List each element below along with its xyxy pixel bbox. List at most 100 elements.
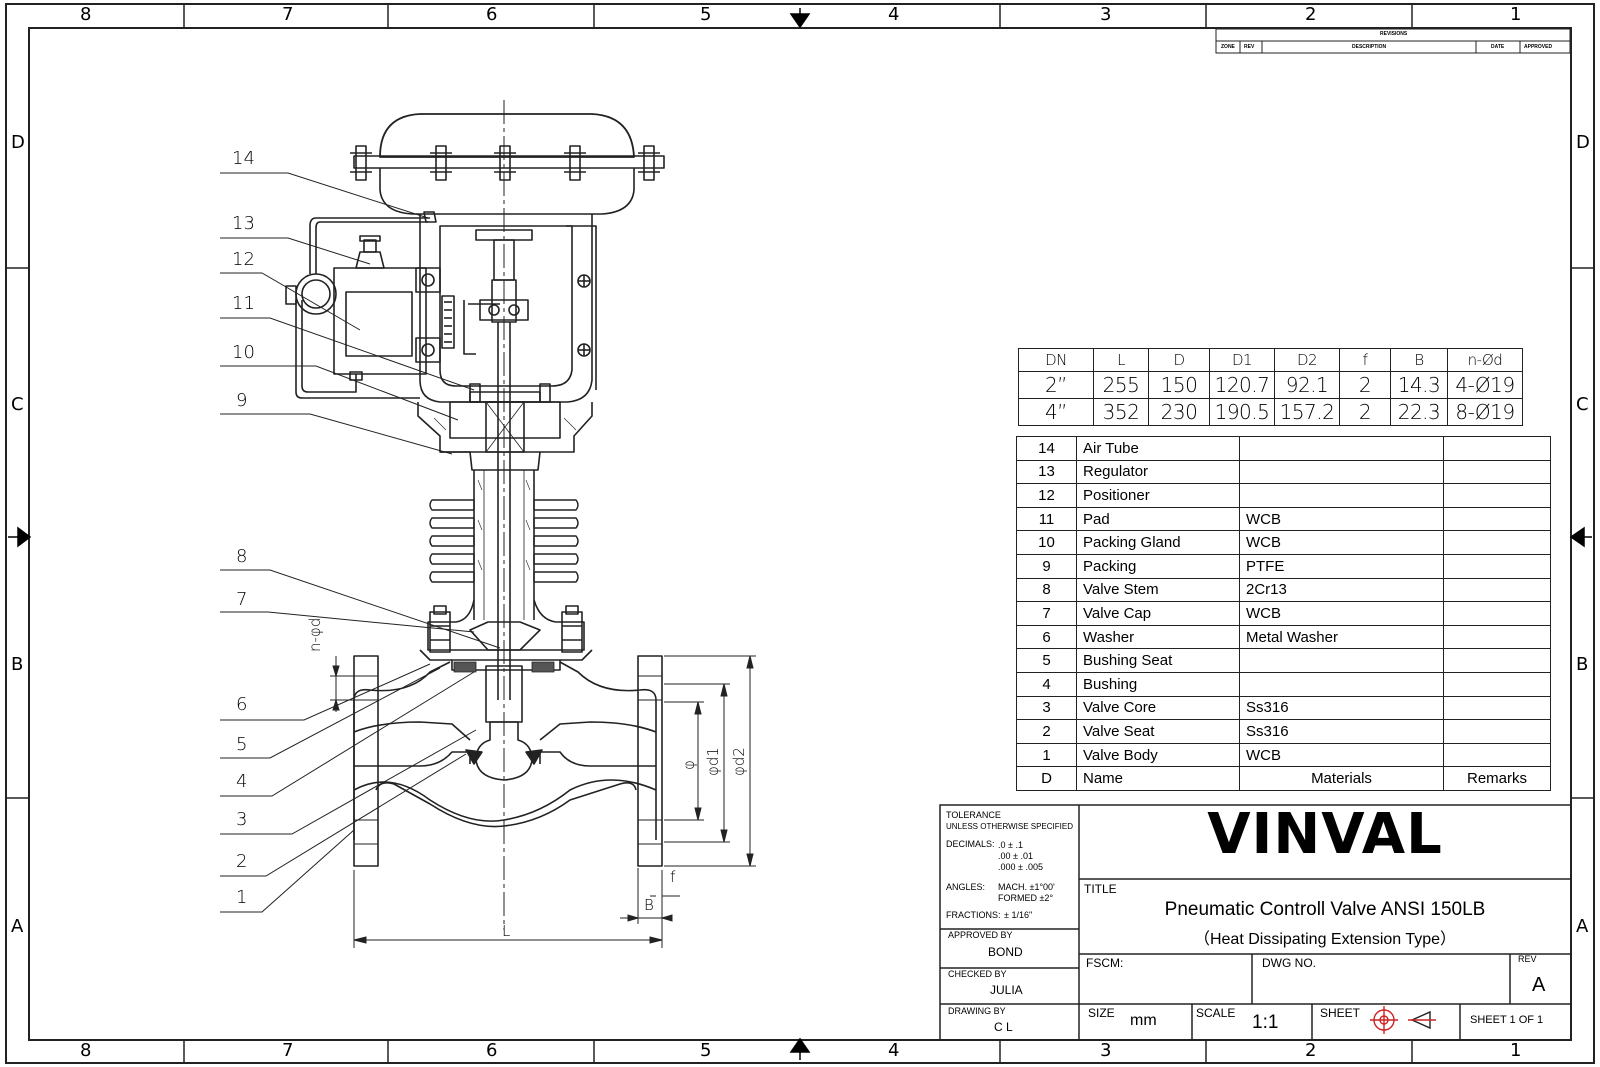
parts-cell-mt: 2Cr13 — [1239, 577, 1444, 603]
parts-cell-no: 5 — [1016, 648, 1077, 673]
parts-cell-rm — [1443, 742, 1551, 768]
right-flange — [637, 655, 663, 867]
parts-cell-rm — [1443, 624, 1551, 650]
parts-cell-mt — [1239, 648, 1444, 673]
parts-cell-no: 14 — [1016, 436, 1077, 461]
dim-cell: 2” — [1018, 371, 1094, 399]
tolerance-block: TOLERANCE UNLESS OTHERWISE SPECIFIED — [946, 810, 1078, 832]
rev-header: DESCRIPTION — [1352, 44, 1387, 50]
dim-cell: 120.7 — [1209, 371, 1275, 399]
actuator-bolts — [350, 145, 660, 181]
checked-by-label: CHECKED BY — [948, 969, 1007, 979]
dim-cell: 8-Ø19 — [1447, 398, 1523, 426]
zone-col: 2 — [1305, 4, 1317, 25]
decimal-value: .0 ± .1 — [998, 840, 1023, 850]
parts-cell-nm: Washer — [1076, 624, 1240, 650]
dim-cell: 4-Ø19 — [1447, 371, 1523, 399]
fractions-label: FRACTIONS: — [946, 910, 1001, 920]
dim-cell: 352 — [1093, 398, 1149, 426]
actuator-diaphragm — [379, 113, 635, 158]
parts-cell-mt — [1239, 671, 1444, 697]
dimension-lines — [330, 655, 756, 948]
zone-row: D — [1576, 132, 1590, 153]
sheet-value: SHEET 1 OF 1 — [1470, 1014, 1544, 1026]
valve-body — [353, 661, 657, 701]
callout: 2 — [236, 851, 248, 872]
leader-lines — [220, 172, 501, 913]
parts-cell-nm: Packing Gland — [1076, 530, 1240, 555]
outer-border — [5, 3, 1595, 1064]
fractions-value: ± 1/16" — [1004, 910, 1033, 920]
callout: 14 — [232, 148, 255, 169]
zone-dividers — [6, 4, 1594, 1063]
parts-cell-nm: Air Tube — [1076, 436, 1240, 461]
air-tube — [309, 217, 430, 274]
parts-cell-mt: WCB — [1239, 742, 1444, 768]
cooling-fins — [429, 499, 579, 583]
unless-label: UNLESS OTHERWISE SPECIFIED — [946, 822, 1073, 831]
dim-header-cell: n-Ød — [1447, 348, 1523, 372]
parts-cell-nm: Valve Stem — [1076, 577, 1240, 603]
dim-cell: 150 — [1148, 371, 1210, 399]
dim-cell: 255 — [1093, 371, 1149, 399]
dim-f: f — [670, 868, 676, 886]
parts-cell-rm — [1443, 506, 1551, 532]
angles-label: ANGLES: — [946, 882, 986, 892]
revisions-block — [1215, 28, 1571, 54]
angles-values: MACH. ±1°00' FORMED ±2° — [998, 882, 1055, 904]
rev-label: REV — [1518, 954, 1537, 964]
callout: 6 — [236, 694, 248, 715]
parts-cell-nm: Positioner — [1076, 483, 1240, 508]
parts-cell-nm: Bushing Seat — [1076, 648, 1240, 673]
parts-cell-rm — [1443, 530, 1551, 555]
callout: 8 — [236, 546, 248, 567]
parts-cell-rm — [1443, 671, 1551, 697]
dim-l: L — [502, 922, 511, 940]
dimension-table: DN L D D1 D2 f B n-Ød 2” 255 150 120.7 9… — [1018, 348, 1523, 426]
decimal-value: .000 ± .005 — [998, 862, 1043, 872]
dim-header-cell: L — [1093, 348, 1149, 372]
scale-value: 1:1 — [1252, 1012, 1279, 1033]
dwg-no-label: DWG NO. — [1262, 956, 1316, 970]
decimals-label: DECIMALS: — [946, 839, 995, 849]
parts-cell-no: 7 — [1016, 601, 1077, 626]
parts-cell-nm: Regulator — [1076, 459, 1240, 485]
dimension-table-row: 4” 352 230 190.5 157.2 2 22.3 8-Ø19 — [1018, 398, 1523, 426]
parts-cell-nm: Name — [1076, 766, 1240, 791]
parts-cell-nm: Packing — [1076, 553, 1240, 579]
parts-cell-mt: WCB — [1239, 506, 1444, 532]
parts-cell-no: 4 — [1016, 671, 1077, 697]
callout: 1 — [236, 887, 248, 908]
dimension-table-row: 2” 255 150 120.7 92.1 2 14.3 4-Ø19 — [1018, 371, 1523, 399]
parts-cell-nm: Bushing — [1076, 671, 1240, 697]
dim-phi-d1: φd1 — [704, 747, 722, 776]
projection-symbol — [1370, 1006, 1436, 1034]
callout: 5 — [236, 734, 248, 755]
rev-header: DATE — [1491, 44, 1505, 50]
zone-row: C — [1576, 394, 1589, 415]
parts-cell-no: 6 — [1016, 624, 1077, 650]
zone-row: D — [11, 132, 25, 153]
parts-cell-no: 9 — [1016, 553, 1077, 579]
parts-cell-mt: Metal Washer — [1239, 624, 1444, 650]
zone-col: 3 — [1100, 4, 1112, 25]
parts-cell-mt: Ss316 — [1239, 695, 1444, 721]
dim-cell: 157.2 — [1274, 398, 1340, 426]
parts-cell-mt: Materials — [1239, 766, 1444, 791]
parts-cell-no: 12 — [1016, 483, 1077, 508]
scale-label: SCALE — [1196, 1006, 1236, 1020]
size-value: mm — [1130, 1012, 1157, 1029]
parts-cell-rm — [1443, 695, 1551, 721]
zone-col: 2 — [1305, 1040, 1317, 1061]
dimension-table-header: DN L D D1 D2 f B n-Ød — [1018, 348, 1523, 372]
dim-cell: 92.1 — [1274, 371, 1340, 399]
parts-cell-mt — [1239, 436, 1444, 461]
center-arrows — [8, 8, 1592, 1060]
parts-cell-mt: Ss316 — [1239, 719, 1444, 744]
parts-cell-no: 2 — [1016, 719, 1077, 744]
